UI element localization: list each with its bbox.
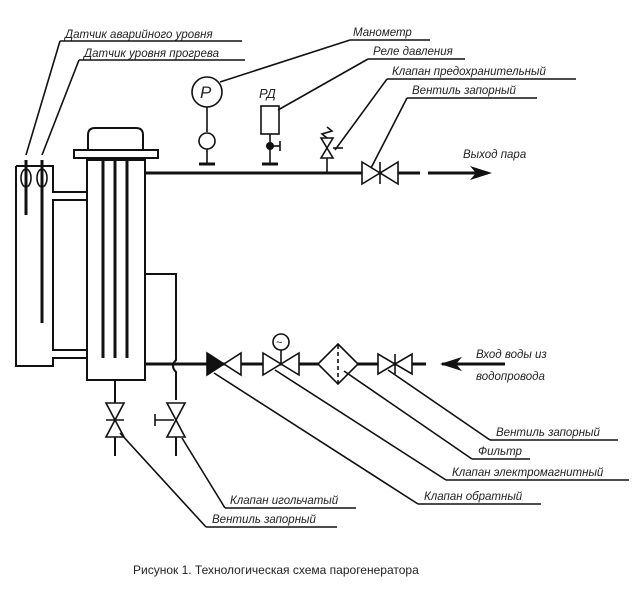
filter-icon [316,342,360,386]
leader-line [343,370,473,460]
leader-line [119,432,207,528]
leader-line [277,58,369,111]
steam-outlet-arrow-icon [470,166,492,180]
steam-shutoff-valve-icon [361,160,399,186]
steam-outlet-label: Выход пара [463,149,526,161]
svg-text:Реле давления: Реле давления [373,46,453,58]
svg-text:РД: РД [259,86,276,101]
solenoid-valve-icon: ~ [262,333,300,377]
svg-text:Клапан игольчатый: Клапан игольчатый [230,495,339,507]
svg-text:Клапан обратный: Клапан обратный [424,491,523,503]
leader-line [41,59,80,156]
leader-line [25,40,61,156]
water-inlet-arrow-icon [440,357,462,371]
side-pipe [145,273,177,400]
safety-valve-icon [319,126,343,173]
label-pressure-relay: Реле давления [277,46,465,111]
level-sensor-emergency [20,160,32,215]
label-manometer: Манометр [219,27,430,83]
manometer-icon: P [191,76,223,166]
svg-text:Вентиль запорный: Вентиль запорный [412,85,516,97]
svg-text:Фильтр: Фильтр [478,446,523,458]
pressure-relay-icon: РД [259,86,281,166]
drain-shutoff-valve-icon [104,402,126,456]
steam-generator-vessel [15,127,177,400]
leader-line [369,97,408,171]
water-inlet-label-line2: водопровода [476,371,545,383]
leader-line [387,369,491,441]
leader-line [213,372,419,505]
leader-line [274,369,447,481]
label-solenoid-valve: Клапан электромагнитный [274,369,629,481]
label-safety-valve: Клапан предохранительный [334,66,576,151]
svg-text:Клапан предохранительный: Клапан предохранительный [392,66,546,78]
label-heating-level-sensor: Датчик уровня прогрева [41,48,245,156]
svg-text:Датчик аварийного уровня: Датчик аварийного уровня [63,29,213,41]
figure-caption: Рисунок 1. Технологическая схема пароген… [133,563,419,577]
svg-text:~: ~ [276,337,282,349]
label-shutoff-valve-right: Вентиль запорный [387,369,618,441]
label-check-valve: Клапан обратный [213,372,541,505]
check-valve-icon [206,351,242,377]
column-window [52,199,88,351]
heater-cap [87,127,144,150]
leader-line [219,39,351,83]
svg-text:Вентиль запорный: Вентиль запорный [496,427,600,439]
needle-valve-icon [154,402,187,456]
leader-line [181,437,226,509]
level-sensor-heating [36,160,48,323]
water-shutoff-valve-icon [377,352,413,376]
svg-text:P: P [200,83,212,102]
svg-text:Вентиль запорный: Вентиль запорный [212,514,316,526]
water-inlet-label-line1: Вход воды из [476,349,547,361]
label-emergency-level-sensor: Датчик аварийного уровня [25,29,242,156]
label-filter: Фильтр [343,370,530,460]
label-shutoff-valve-top: Вентиль запорный [369,85,537,171]
label-needle-valve: Клапан игольчатый [181,437,356,509]
vessel-flange [73,149,159,159]
svg-text:Манометр: Манометр [353,27,412,39]
leader-line [334,78,388,151]
svg-text:Клапан электромагнитный: Клапан электромагнитный [452,467,604,479]
svg-text:Датчик уровня прогрева: Датчик уровня прогрева [82,48,219,60]
label-shutoff-valve-bottom: Вентиль запорный [119,432,337,528]
